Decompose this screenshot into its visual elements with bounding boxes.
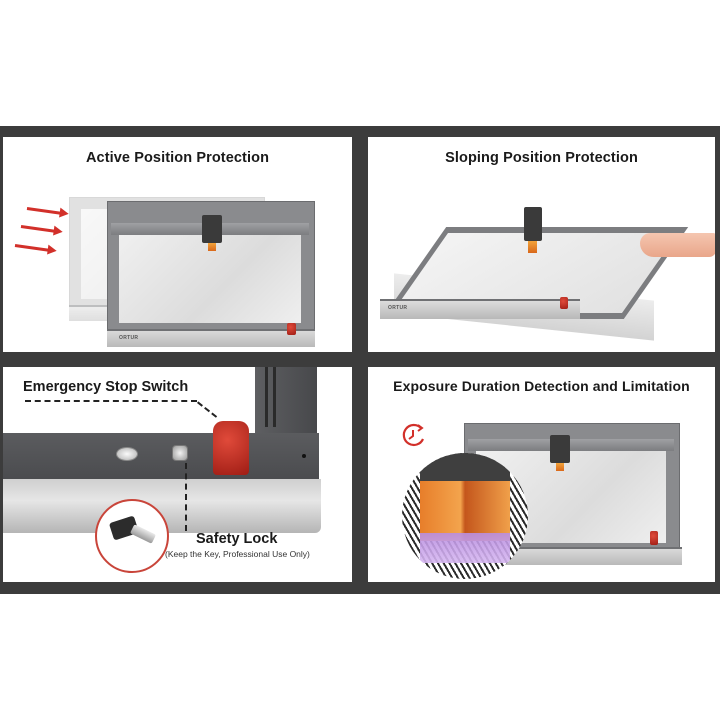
red-arrow-icon (14, 244, 51, 252)
screw (302, 454, 306, 458)
panel-title: Exposure Duration Detection and Limitati… (393, 378, 690, 394)
machine-corner-image (3, 367, 321, 537)
estop-leader-line (25, 400, 197, 402)
panel-title: Active Position Protection (85, 150, 270, 166)
panel-sloping-position-protection: Sloping Position Protection ORTUR (368, 137, 715, 352)
red-arrow-icon (20, 225, 57, 233)
panel-exposure-duration: Exposure Duration Detection and Limitati… (368, 367, 715, 582)
laser-exposure-inset-image (402, 453, 528, 579)
safety-lock-label: Safety Lock (196, 531, 278, 547)
emergency-stop-label: Emergency Stop Switch (23, 379, 189, 395)
power-button (116, 447, 138, 461)
laser-engraver-tilted-image: ORTUR (374, 207, 689, 347)
key-inset-image (95, 499, 169, 573)
panel-title: Sloping Position Protection (445, 150, 638, 166)
panel-active-position-protection: Active Position Protection ORTUR (3, 137, 352, 352)
laser-engraver-image: ORTUR (107, 201, 315, 347)
safety-lock-keyhole (172, 445, 188, 461)
panel-emergency-stop-switch: Emergency Stop Switch Safety Lock (Keep … (3, 367, 352, 582)
lock-leader-line (185, 463, 187, 531)
timer-clock-icon (402, 423, 425, 447)
brand-logo: ORTUR (119, 335, 139, 341)
brand-logo: ORTUR (388, 305, 408, 311)
safety-lock-note: (Keep the Key, Professional Use Only) (165, 549, 310, 559)
red-arrow-icon (26, 207, 63, 215)
emergency-stop-button (213, 421, 249, 475)
hand-image (640, 233, 715, 257)
